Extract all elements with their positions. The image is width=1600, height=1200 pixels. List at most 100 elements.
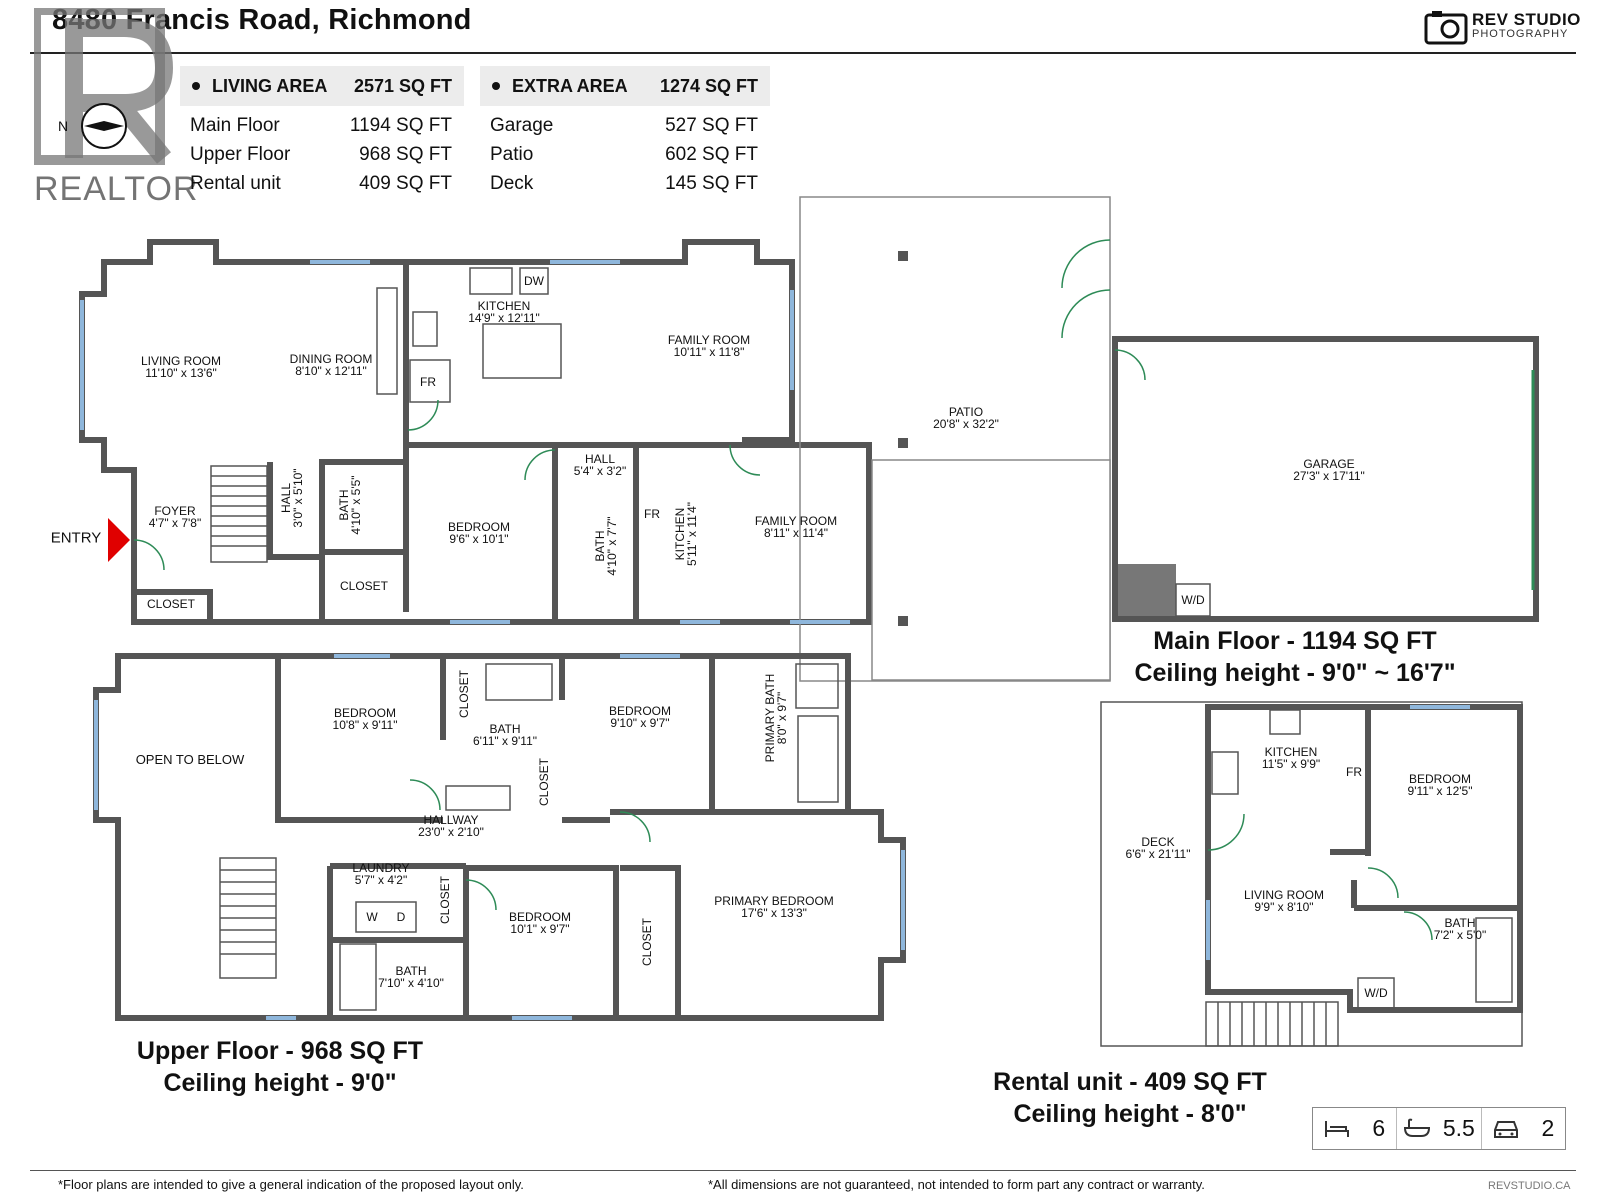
baths-stat: 5.5 (1397, 1108, 1482, 1149)
room-dimensions: 7'10" x 4'10" (378, 976, 444, 990)
room-dimensions: 6'6" x 21'11" (1125, 847, 1191, 861)
room-dimensions: 5'4" x 3'2" (573, 464, 627, 478)
room-dimensions: 4'10" x 5'5" (349, 475, 363, 535)
room-name: BATH (489, 722, 521, 736)
room-name: DECK (1141, 835, 1175, 849)
footer-website: REVSTUDIO.CA (1488, 1180, 1571, 1192)
room-dimensions: 17'6" x 13'3" (741, 906, 807, 920)
brand-logo: REV STUDIO PHOTOGRAPHY (1424, 9, 1581, 45)
room-dimensions: 10'8" x 9'11" (332, 718, 398, 732)
room-dimensions: 11'10" x 13'6" (145, 366, 217, 380)
garage-walls (1112, 336, 1539, 622)
room-dimensions: 20'8" x 32'2" (933, 417, 999, 431)
footer-divider (30, 1170, 1576, 1171)
bathtub-icon (1404, 1118, 1431, 1137)
room-dimensions: 4'7" x 7'8" (148, 516, 202, 530)
entry-arrow-icon (108, 518, 130, 562)
room-name: BEDROOM (1408, 772, 1472, 786)
fridge-label: FR (420, 375, 436, 389)
closet-label: CLOSET (339, 579, 389, 593)
room-name: KITCHEN (477, 299, 531, 313)
beds-stat: 6 (1313, 1108, 1398, 1149)
room-name: FAMILY ROOM (754, 514, 838, 528)
windows (80, 260, 1470, 1020)
room-dimensions: 10'11" x 11'8" (673, 345, 745, 359)
washer-dryer-label: W/D (1364, 986, 1388, 1000)
main-floor-walls (79, 239, 872, 625)
post-icon (898, 438, 908, 448)
washer-dryer (1175, 583, 1211, 617)
room-dimensions: 3'0" x 5'10" (291, 468, 305, 528)
room-dimensions: 4'10" x 7'7" (605, 516, 619, 576)
room-name: BEDROOM (508, 910, 572, 924)
parking-stat: 2 (1482, 1108, 1565, 1149)
room-dimensions: 8'0" x 9'7" (775, 691, 789, 745)
room-dimensions: 27'3" x 17'11" (1293, 469, 1365, 483)
fridge-label: FR (1346, 765, 1362, 779)
room-dimensions: 8'10" x 12'11" (295, 364, 367, 378)
extra-area-header: EXTRA AREA 1274 SQ FT (480, 66, 770, 106)
room-dimensions: 9'11" x 12'5" (1407, 784, 1473, 798)
dishwasher-label: DW (524, 274, 544, 288)
bed-icon (1325, 1120, 1350, 1137)
camera-icon (1424, 11, 1468, 45)
room-dimensions: 5'7" x 4'2" (354, 873, 408, 887)
room-name: LAUNDRY (352, 861, 410, 875)
garage-step (1118, 564, 1176, 616)
closet-label: CLOSET (438, 875, 452, 925)
room-name: GARAGE (1303, 457, 1355, 471)
room-dimensions: 8'11" x 11'4" (763, 526, 829, 540)
room-name: LIVING ROOM (1243, 888, 1325, 902)
room-dimensions: 9'10" x 9'7" (610, 716, 670, 730)
entry-label: ENTRY (50, 529, 102, 547)
patio-lower-outline (871, 459, 1111, 681)
room-name: BATH (1444, 916, 1476, 930)
room-name: FOYER (154, 504, 196, 518)
room-name: OPEN TO BELOW (135, 752, 245, 767)
room-name: PATIO (948, 405, 984, 419)
rental-stairs (1205, 1001, 1339, 1047)
upper-fixtures (339, 663, 839, 1011)
closet-label: CLOSET (146, 597, 196, 611)
patio-outline (799, 196, 1111, 682)
closet-label: CLOSET (640, 917, 654, 967)
room-dimensions: 10'1" x 9'7" (510, 922, 570, 936)
main-stairs (210, 465, 268, 563)
dryer-label: D (396, 910, 406, 924)
living-area-header: LIVING AREA 2571 SQ FT (180, 66, 464, 106)
closet-label: CLOSET (457, 669, 471, 719)
room-name: BEDROOM (447, 520, 511, 534)
room-name: HALL (584, 452, 616, 466)
room-name: KITCHEN (1264, 745, 1318, 759)
washer-dryer-label: W/D (1181, 593, 1205, 607)
room-dimensions: 11'5" x 9'9" (1261, 757, 1321, 771)
fridge-label: FR (644, 507, 660, 521)
room-name: DINING ROOM (289, 352, 373, 366)
room-dimensions: 9'9" x 8'10" (1254, 900, 1314, 914)
doors (133, 239, 1433, 941)
footer-disclaimer-center: *All dimensions are not guaranteed, not … (708, 1177, 1205, 1192)
upper-stairs (219, 857, 277, 979)
